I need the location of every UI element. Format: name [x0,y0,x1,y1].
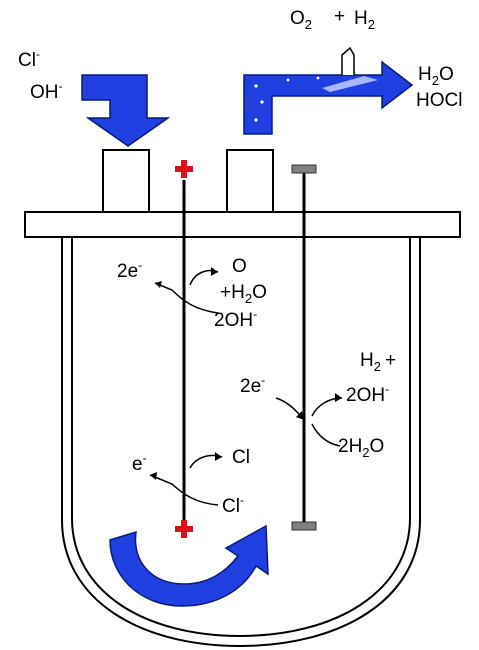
inlet-ion-oh: OH- [30,79,63,103]
cathode-top-cap [291,164,317,174]
cathode-branch-arrow-up [311,397,343,417]
outlet-arrow [243,60,414,135]
gas-o2-label: O2 [290,8,312,32]
cathode-water: 2H2O [338,436,384,460]
anode-top-water: +H2O [220,282,267,306]
vessel-outer-wall [61,236,421,648]
outlet-highlight [322,76,378,92]
anode-bottom-plus-icon [175,520,193,538]
inlet-tube [102,149,150,213]
outlet-arrow-bubbles [254,76,320,122]
outlet-hocl-label: HOCl [416,90,462,111]
arrowhead-icon [215,452,222,461]
anode-top-oxygen: O [232,256,247,277]
cathode-hydroxide: 2OH- [346,382,389,406]
anode-bottom-reaction-arrow [149,474,219,506]
cathode-bottom-cap [291,521,317,531]
anode-bottom-chloride: Cl- [222,493,244,517]
inlet-arrow [81,74,171,147]
anode-bottom-chlorine: Cl [232,447,250,468]
anode-top-hydroxide: 2OH- [214,307,257,331]
cathode-electrons: 2e- [240,373,265,397]
arrowhead-icon [296,411,304,420]
arrowhead-icon [155,281,162,288]
arrowhead-icon [335,393,342,402]
vessel-inner-wall [71,236,411,638]
vent-tube [341,46,355,75]
arrowhead-icon [150,472,157,480]
gas-h2-label: H2 [354,8,375,32]
gas-plus-label: + [334,6,345,27]
anode-top-reaction-arrow [154,282,219,314]
inlet-ion-cl: Cl- [18,47,40,71]
arrowhead-icon [211,267,218,276]
anode-top-electrons: 2e- [117,258,142,282]
anode-bottom-electron: e- [132,451,147,475]
cathode-hydrogen: H2+ [360,350,396,374]
cathode-branch-arrow-down [311,423,341,447]
cell-lid [24,211,461,238]
outlet-tube [226,149,274,213]
outlet-h2o-label: H2O [418,64,454,88]
anode-top-plus-icon [175,160,193,178]
circulation-arrow [109,524,269,607]
